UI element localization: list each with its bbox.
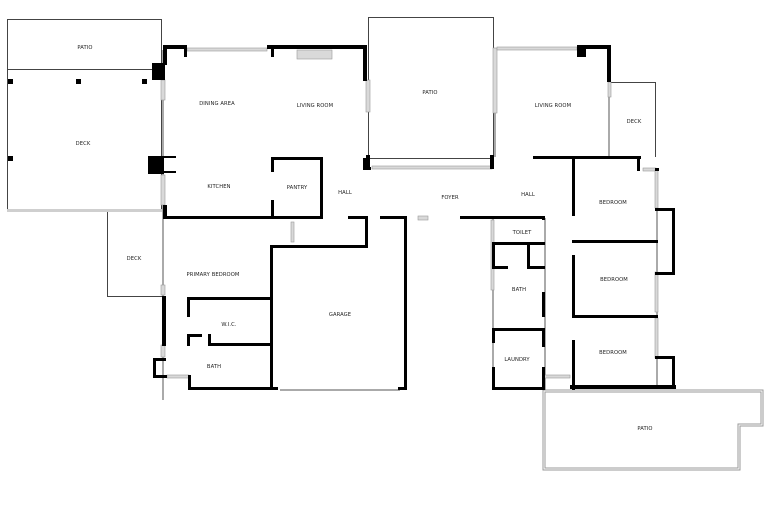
room-label-garage: GARAGE <box>328 312 352 318</box>
window <box>160 284 166 296</box>
window <box>542 374 571 379</box>
room-label-patio-center: PATIO <box>422 90 438 96</box>
window <box>654 317 659 359</box>
room-label-toilet: TOILET <box>512 230 532 236</box>
room-label-foyer: FOYER <box>441 195 459 201</box>
window <box>654 271 659 313</box>
deck-west-edge <box>7 209 162 212</box>
window <box>496 46 578 51</box>
room-label-deck-west: DECK <box>75 141 91 147</box>
window <box>654 169 659 209</box>
room-label-dining-area: DINING AREA <box>199 101 235 107</box>
room-label-living-room-1: LIVING ROOM <box>296 103 334 109</box>
deck-east-outline <box>609 82 656 157</box>
walls <box>148 45 676 390</box>
window <box>290 221 295 243</box>
room-label-hall-1: HALL <box>338 190 352 196</box>
deck-sw-outline <box>107 212 162 297</box>
window <box>371 165 493 170</box>
room-label-living-room-2: LIVING ROOM <box>534 103 572 109</box>
room-label-pantry: PANTRY <box>286 185 308 191</box>
room-label-wic: W.I.C. <box>221 322 237 328</box>
outdoor-areas <box>7 17 764 471</box>
room-label-primary-bedroom: PRIMARY BEDROOM <box>186 272 240 278</box>
window <box>160 174 166 206</box>
patio-center-outline <box>368 17 494 159</box>
deck-post <box>8 156 13 161</box>
room-label-bath-primary: BATH <box>206 364 222 370</box>
room-label-patio-se: PATIO <box>637 426 653 432</box>
windows <box>160 46 659 379</box>
room-label-hall-2: HALL <box>521 192 535 198</box>
fireplace <box>296 49 333 60</box>
patio-se-outline <box>542 389 764 471</box>
window <box>160 344 166 358</box>
window <box>365 79 371 113</box>
deck-post <box>76 79 81 84</box>
room-label-bath-2: BATH <box>511 287 527 293</box>
deck-post <box>142 79 147 84</box>
window <box>607 81 612 98</box>
window <box>160 79 166 101</box>
window <box>186 47 268 52</box>
window <box>642 167 657 172</box>
room-label-deck-sw: DECK <box>126 256 142 262</box>
room-label-bedroom-1: BEDROOM <box>599 200 627 206</box>
thin-walls <box>162 48 658 400</box>
room-label-laundry: LAUNDRY <box>504 357 530 363</box>
window <box>166 374 190 379</box>
room-label-deck-east: DECK <box>626 119 642 125</box>
window <box>492 47 498 114</box>
window <box>417 215 429 221</box>
room-label-patio-nw: PATIO <box>77 45 93 51</box>
deck-post <box>8 79 13 84</box>
room-label-kitchen: KITCHEN <box>207 184 231 190</box>
room-label-bedroom-2: BEDROOM <box>600 277 628 283</box>
room-label-bedroom-3: BEDROOM <box>599 350 627 356</box>
